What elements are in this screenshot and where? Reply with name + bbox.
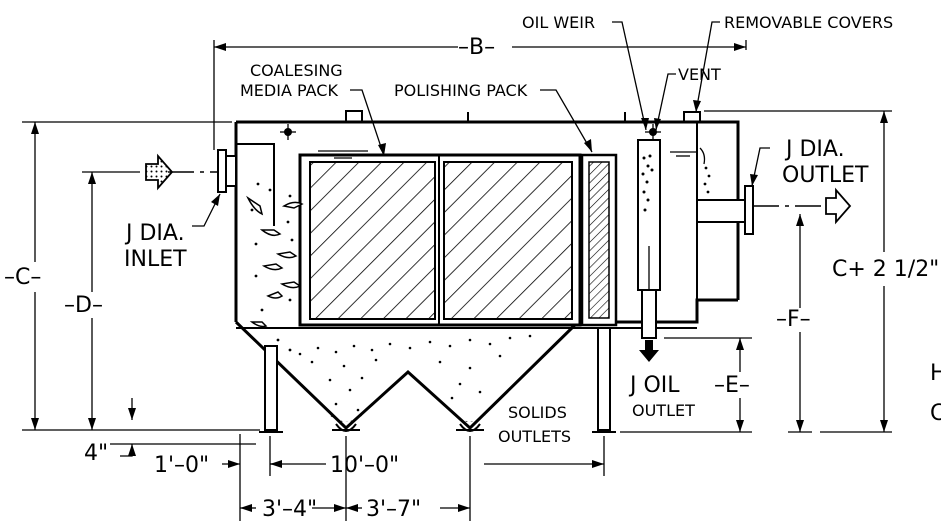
lift-marker-right — [645, 124, 661, 140]
lift-marker-left — [280, 124, 296, 140]
dim-f-label: –F– — [776, 307, 811, 332]
oil-outlet-arrow — [639, 340, 659, 362]
dim-c-plus-label: C+ 2 1/2" — [832, 257, 939, 282]
label-solids-outlets: SOLIDS OUTLETS — [498, 403, 571, 446]
dim-c-label: –C– — [4, 265, 41, 290]
outlet-flow-arrow — [825, 187, 852, 225]
label-polishing-pack: POLISHING PACK — [394, 81, 528, 100]
svg-text:OUTLET: OUTLET — [782, 163, 869, 188]
dim-e-line — [620, 337, 752, 433]
svg-text:J DIA.: J DIA. — [784, 137, 845, 162]
svg-text:INLET: INLET — [124, 247, 187, 272]
dim-d-line — [82, 171, 140, 430]
label-inlet: J DIA. INLET — [124, 221, 187, 272]
svg-text:OUTLET: OUTLET — [632, 401, 695, 420]
dim-4in-line — [110, 398, 256, 457]
inlet-flow-arrow — [145, 153, 174, 191]
label-vent: VENT — [678, 65, 721, 84]
outlet-chamber-level — [670, 147, 711, 194]
label-cut-text: H C — [930, 361, 941, 426]
svg-text:H: H — [930, 361, 941, 386]
label-oil-weir: OIL WEIR — [522, 13, 595, 32]
svg-text:J OIL: J OIL — [628, 373, 680, 398]
svg-text:MEDIA PACK: MEDIA PACK — [240, 81, 338, 100]
leader-lines — [192, 21, 770, 227]
label-removable-covers: REMOVABLE COVERS — [724, 13, 893, 32]
dim-1ft-label: 1'–0" — [154, 453, 209, 478]
inlet-pipe — [168, 149, 237, 193]
inlet-flow-swirls — [246, 195, 304, 328]
svg-text:C: C — [930, 401, 941, 426]
polishing-pack — [580, 153, 618, 327]
inlet-baffle — [236, 143, 275, 226]
dim-c-plus-line — [704, 110, 892, 433]
dim-10ft-label: 10'–0" — [330, 453, 399, 478]
svg-text:J DIA.: J DIA. — [124, 221, 185, 246]
svg-text:COALESING: COALESING — [250, 61, 343, 80]
solids-outlet-1 — [332, 423, 360, 432]
svg-text:OUTLETS: OUTLETS — [498, 427, 571, 446]
dim-3ft4-label: 3'–4" — [262, 497, 317, 521]
svg-text:POLISHING PACK: POLISHING PACK — [394, 81, 528, 100]
inlet-particles — [250, 182, 294, 352]
label-oil-outlet: J OIL OUTLET — [628, 373, 695, 420]
dim-bottom-lines — [222, 434, 605, 521]
dim-c-line — [22, 121, 260, 431]
dim-f-line — [788, 214, 812, 433]
coalescing-media-pack — [298, 150, 582, 327]
dim-e-label: –E– — [714, 373, 750, 398]
solids-accumulation — [326, 412, 490, 422]
svg-text:SOLIDS: SOLIDS — [508, 403, 567, 422]
sediment — [298, 334, 532, 412]
dim-b-label: –B– — [458, 35, 495, 60]
dim-3ft7-label: 3'–7" — [366, 497, 421, 521]
label-outlet: J DIA. OUTLET — [782, 137, 869, 188]
solids-outlet-2 — [456, 423, 484, 432]
label-coalesing-media-pack: COALESING MEDIA PACK — [240, 61, 343, 100]
oil-weir-pipe — [637, 139, 661, 339]
svg-text:OIL WEIR: OIL WEIR — [522, 13, 595, 32]
outlet-pipe — [696, 185, 826, 235]
svg-text:VENT: VENT — [678, 65, 721, 84]
removable-covers — [345, 110, 701, 123]
dim-4in-label: 4" — [84, 441, 108, 466]
dim-d-label: –D– — [64, 293, 103, 318]
support-legs — [259, 327, 616, 433]
svg-text:REMOVABLE COVERS: REMOVABLE COVERS — [724, 13, 893, 32]
